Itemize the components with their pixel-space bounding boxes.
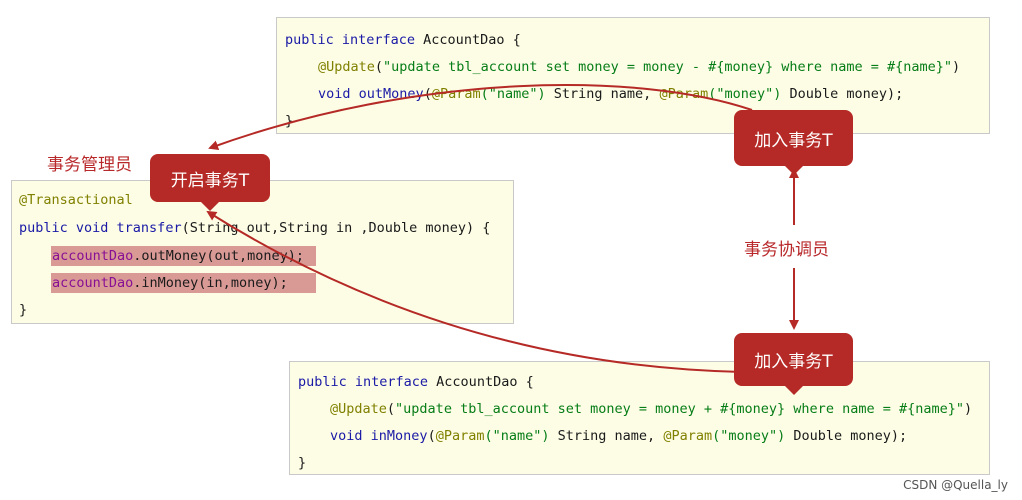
paren: ( [374, 59, 384, 75]
paren: ) [964, 401, 973, 417]
top-dao-line-4: } [285, 113, 294, 129]
param-name: ("money") [708, 86, 782, 102]
method-call: .outMoney(out,money); [133, 248, 304, 264]
arrow-bottom-to-manager [206, 210, 743, 373]
bottom-dao-line-1: public interface AccountDao { [298, 373, 534, 391]
coordinator-label: 事务协调员 [744, 240, 829, 260]
method-name: inMoney [370, 428, 428, 444]
param-name: ("money") [712, 428, 786, 444]
method-call: .inMoney(in,money); [133, 275, 288, 291]
keyword: public interface [285, 32, 416, 48]
annotation: @Update [318, 59, 375, 75]
sql-string: "update tbl_account set money = money + … [395, 401, 964, 417]
interface-name: AccountDao { [428, 374, 534, 390]
join-transaction-bottom-bubble: 加入事务T [734, 333, 853, 395]
interface-name: AccountDao { [415, 32, 521, 48]
bottom-dao-line-4: } [298, 455, 307, 471]
service-code-box: @Transactional public void transfer(Stri… [11, 180, 514, 324]
service-line-4: accountDao.inMoney(in,money); [52, 274, 288, 292]
service-line-5: } [19, 302, 28, 318]
keyword: void [318, 86, 351, 102]
field-name: accountDao [52, 275, 134, 291]
annotation: @Param [435, 428, 485, 444]
highlight-out-money [51, 246, 316, 266]
keyword: public void [19, 220, 109, 236]
paren: ( [427, 428, 436, 444]
param-type: Double money); [785, 428, 908, 444]
param-type: Double money); [781, 86, 904, 102]
top-dao-code-box: public interface AccountDao { @Update("u… [276, 17, 990, 134]
top-dao-line-3: void outMoney(@Param("name") String name… [318, 85, 903, 103]
field-name: accountDao [52, 248, 134, 264]
param-type: String name, [549, 428, 664, 444]
method-params: (String out,String in ,Double money) { [181, 220, 491, 236]
method-name: transfer [116, 220, 182, 236]
bottom-dao-code-box: public interface AccountDao { @Update("u… [289, 361, 990, 475]
top-dao-line-2: @Update("update tbl_account set money = … [318, 58, 960, 76]
manager-label: 事务管理员 [47, 155, 132, 175]
sql-string: "update tbl_account set money = money - … [383, 59, 952, 75]
bottom-dao-line-3: void inMoney(@Param("name") String name,… [330, 427, 907, 445]
param-type: String name, [545, 86, 660, 102]
highlight-in-money [51, 273, 316, 293]
service-line-3: accountDao.outMoney(out,money); [52, 247, 304, 265]
param-name: ("name") [484, 428, 550, 444]
service-line-2: public void transfer(String out,String i… [19, 219, 490, 237]
watermark: CSDN @Quella_ly [903, 478, 1008, 492]
arrow-top-to-manager [208, 84, 753, 150]
paren: ( [386, 401, 396, 417]
join-transaction-top-bubble: 加入事务T [734, 110, 853, 175]
open-transaction-bubble: 开启事务T [150, 154, 270, 211]
service-line-1: @Transactional [19, 192, 133, 208]
top-dao-line-1: public interface AccountDao { [285, 31, 521, 49]
annotation: @Update [330, 401, 387, 417]
paren: ) [952, 59, 961, 75]
keyword: public interface [298, 374, 429, 390]
keyword: void [330, 428, 363, 444]
bottom-dao-line-2: @Update("update tbl_account set money = … [330, 400, 972, 418]
annotation: @Param [663, 428, 713, 444]
param-name: ("name") [480, 86, 546, 102]
